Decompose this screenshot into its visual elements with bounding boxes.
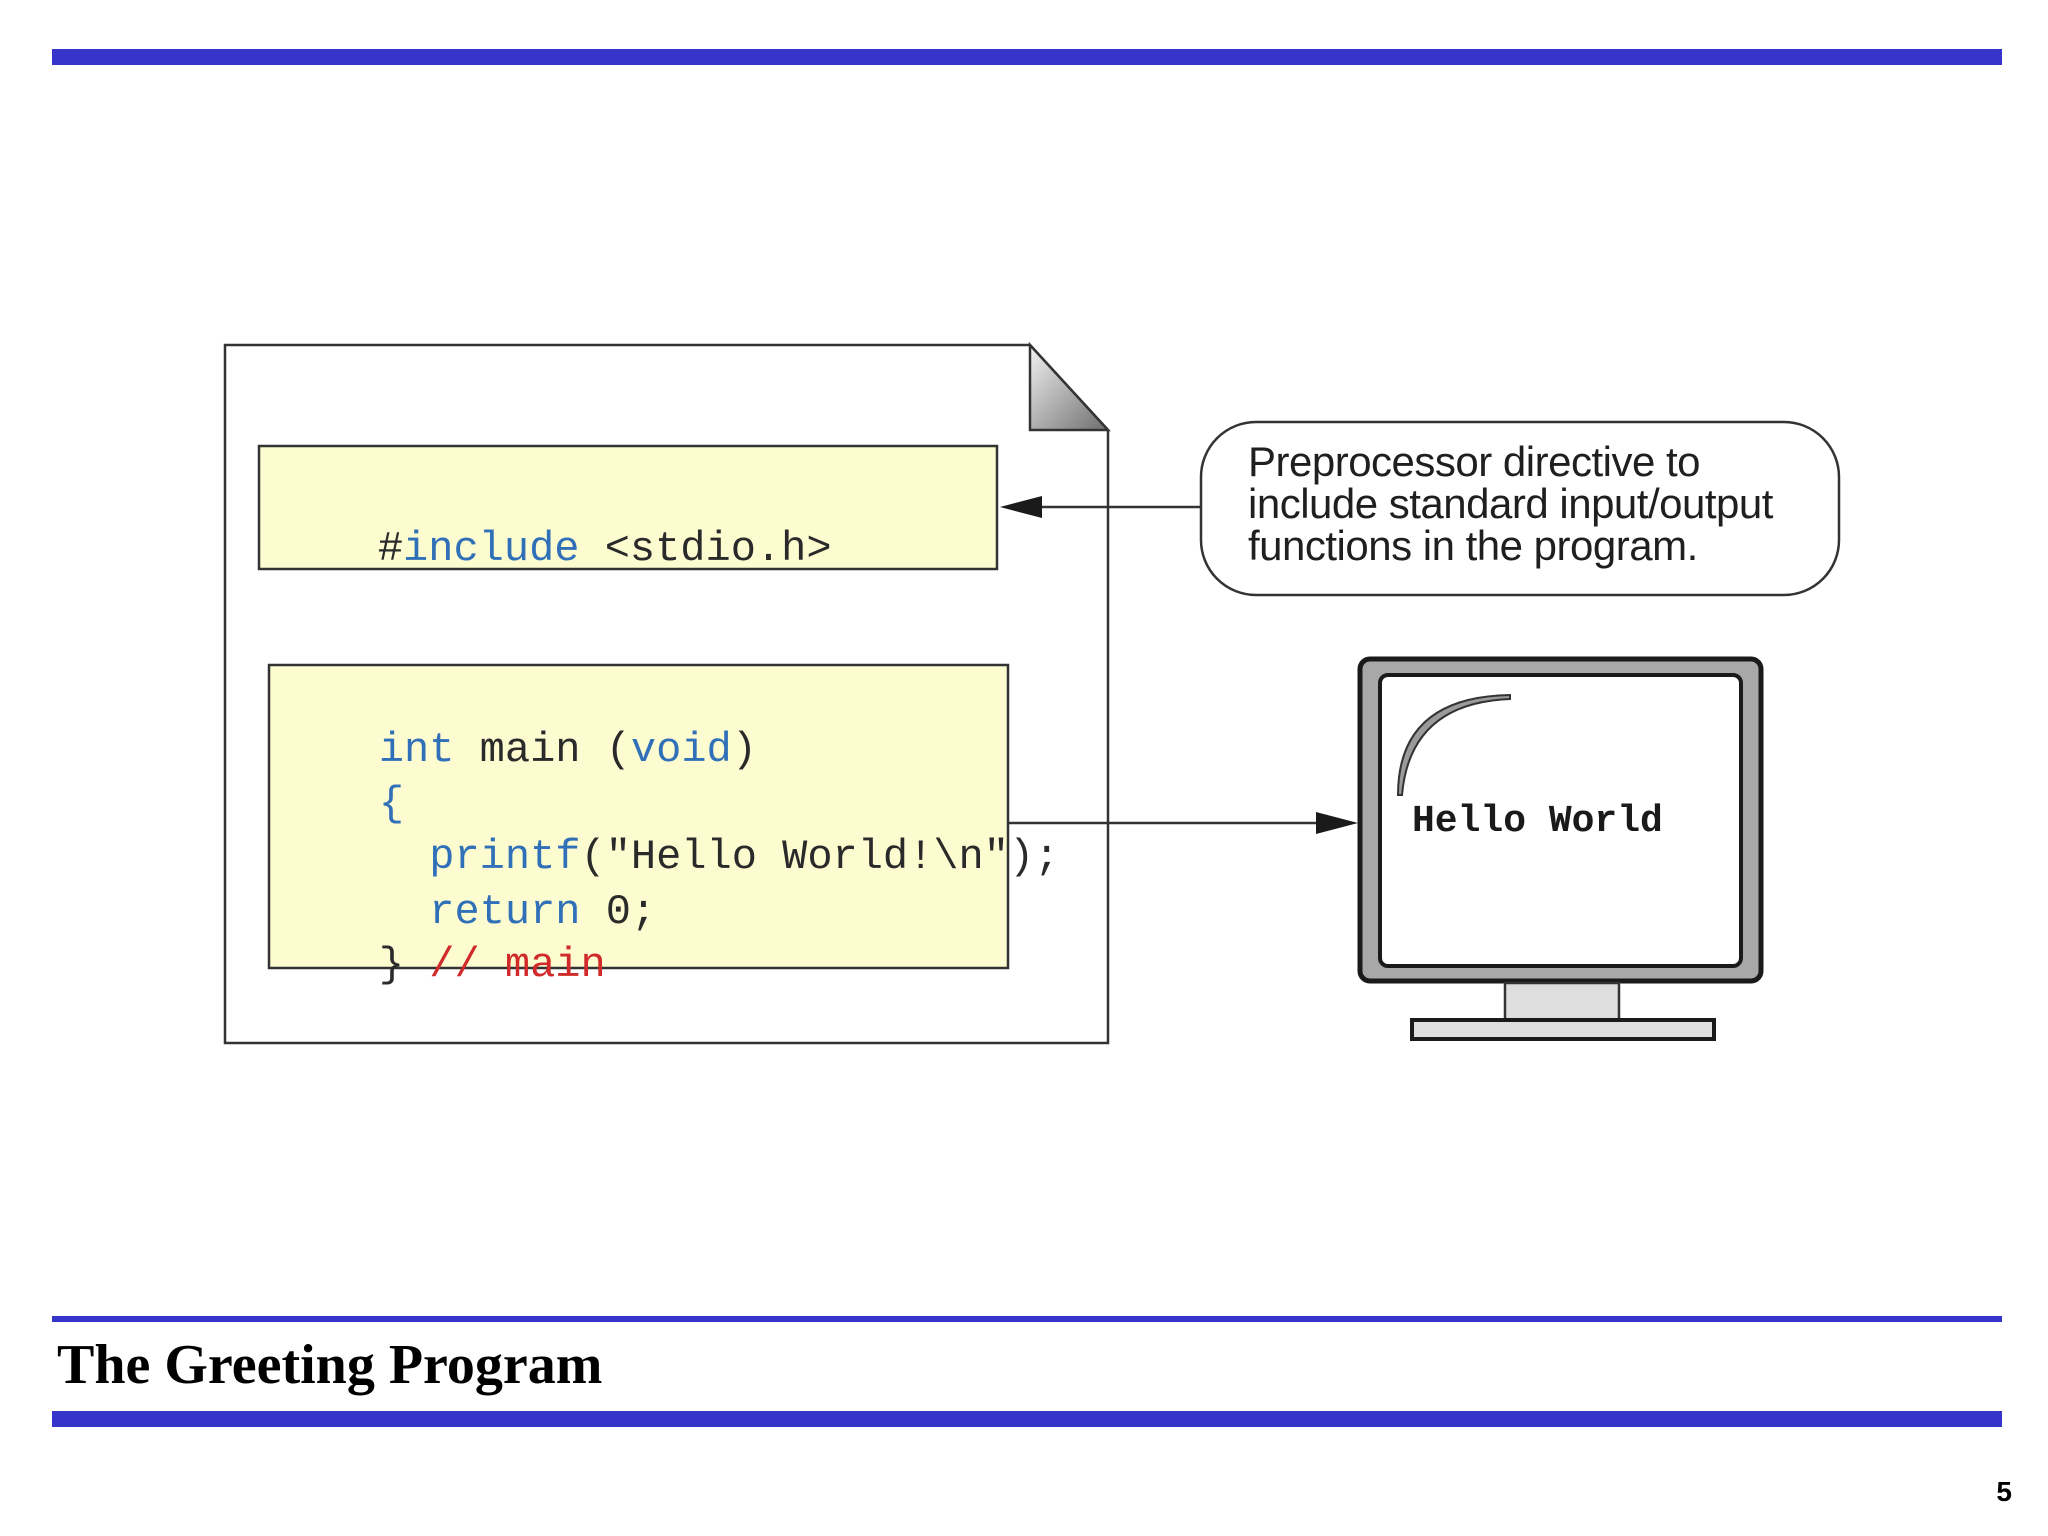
callout-arrowhead (1000, 496, 1042, 518)
title-top-rule (52, 1316, 2002, 1322)
code-line-3: printf("Hello World!\n"); (278, 794, 1059, 920)
void-keyword: void (630, 726, 732, 774)
main-code-box (267, 663, 1010, 970)
bottom-accent-bar (52, 1411, 2002, 1427)
callout-text: Preprocessor directive to include standa… (1248, 441, 1773, 567)
page-fold-corner (1028, 341, 1111, 432)
monitor-neck (1503, 981, 1621, 1022)
code-line-4: return 0; (278, 849, 656, 975)
callout-line-1: Preprocessor directive to (1248, 438, 1701, 485)
page-number: 5 (1996, 1476, 2012, 1507)
callout-bubble (1199, 420, 1841, 597)
include-keyword: include (403, 525, 580, 573)
main-name: main (454, 726, 606, 774)
printf-keyword: printf (429, 833, 581, 881)
monitor-screen (1378, 673, 1743, 968)
callout-line-2: include standard input/output (1248, 480, 1773, 527)
return-value: 0; (580, 888, 657, 936)
slide-title: The Greeting Program (57, 1334, 603, 1396)
screen-glare-icon (1396, 693, 1511, 796)
top-accent-bar (52, 49, 2002, 65)
code-line-5: } // main (278, 902, 606, 1028)
open-brace: { (378, 780, 405, 828)
monitor-base (1410, 1018, 1716, 1041)
close-brace: } (378, 941, 430, 989)
code-line-1: int main (void) (278, 687, 757, 813)
output-arrowhead (1316, 812, 1358, 834)
monitor-output-text: Hello World (1412, 800, 1663, 843)
close-paren: ) (731, 726, 757, 774)
include-hash: # (377, 525, 404, 573)
open-paren: ( (605, 726, 631, 774)
return-keyword: return (429, 888, 581, 936)
printf-args: ("Hello World!\n"); (580, 833, 1060, 881)
code-line-2: { (278, 741, 404, 867)
int-keyword: int (378, 726, 455, 774)
include-header: <stdio.h> (579, 525, 832, 573)
main-comment: // main (429, 941, 606, 989)
callout-line-3: functions in the program. (1248, 522, 1698, 569)
include-code-box (257, 444, 999, 571)
